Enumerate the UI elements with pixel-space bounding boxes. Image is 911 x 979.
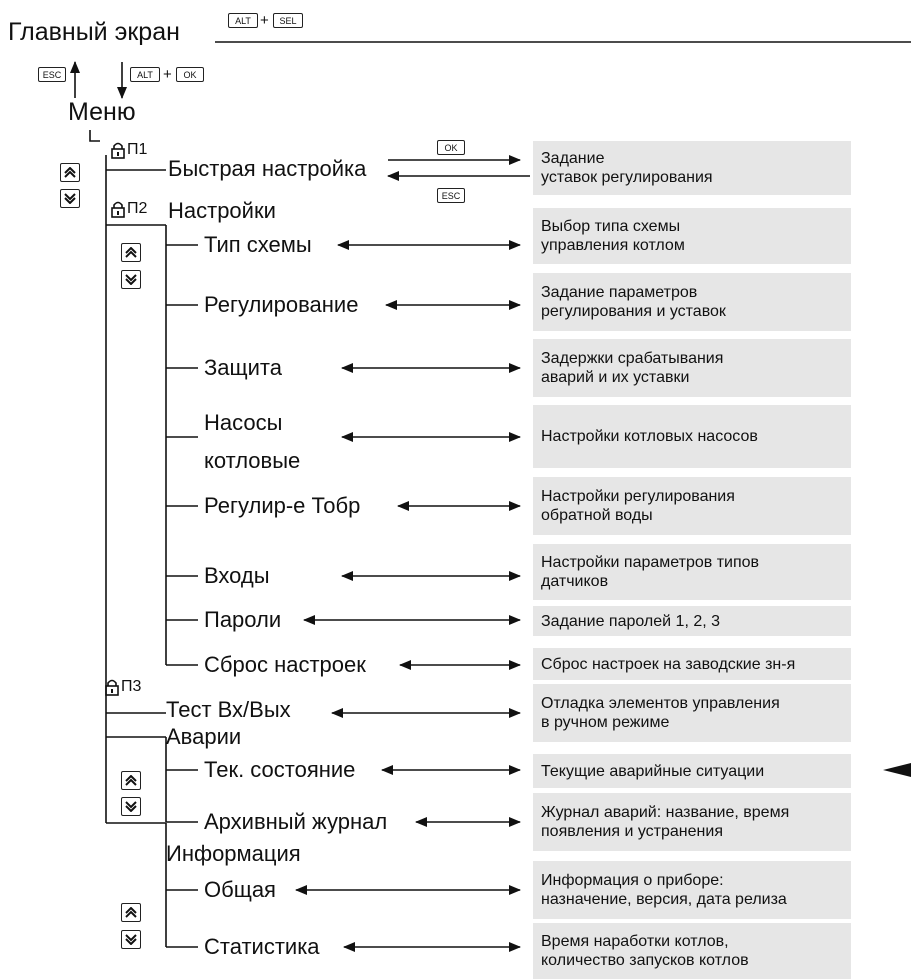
- menu-item-return-regulation: Регулир-е Тобр: [204, 493, 361, 518]
- scroll-down-icon: [125, 934, 137, 945]
- scroll-up-button: [121, 771, 141, 790]
- scroll-up-button: [121, 243, 141, 262]
- scroll-up-icon: [125, 247, 137, 258]
- esc-key: ESC: [38, 67, 66, 82]
- description-reset: Сброс настроек на заводские зн-я: [533, 648, 851, 680]
- menu-item-statistics: Статистика: [204, 934, 320, 959]
- menu-item-general: Общая: [204, 877, 276, 902]
- menu-item-regulation: Регулирование: [204, 292, 359, 317]
- menu-item-scheme-type: Тип схемы: [204, 232, 312, 257]
- menu-item-passwords: Пароли: [204, 607, 282, 632]
- esc-key: ESC: [437, 188, 465, 203]
- alt-key: ALT: [228, 13, 258, 28]
- scroll-down-icon: [125, 801, 137, 812]
- scroll-up-button: [121, 903, 141, 922]
- menu-item-pumps-line1: Насосы: [204, 410, 283, 435]
- scroll-down-button: [121, 797, 141, 816]
- access-level-p2: П2: [110, 200, 147, 218]
- access-level-p1: П1: [110, 141, 147, 159]
- menu-item-information: Информация: [166, 841, 301, 866]
- plus-sign: +: [163, 66, 172, 83]
- menu-item-alarms: Аварии: [166, 724, 242, 749]
- scroll-up-icon: [64, 167, 76, 178]
- menu-corner-line: [89, 130, 100, 142]
- menu-item-reset: Сброс настроек: [204, 652, 366, 677]
- menu-item-quick-setup: Быстрая настройка: [168, 156, 367, 181]
- description-general: Информация о приборе:назначение, версия,…: [533, 861, 851, 919]
- access-level-p3: П3: [104, 678, 141, 696]
- menu-item-settings: Настройки: [168, 198, 276, 223]
- scroll-down-button: [60, 189, 80, 208]
- lock-icon: [111, 201, 125, 218]
- menu-item-io-test: Тест Вх/Вых: [166, 697, 291, 722]
- menu-label: Меню: [68, 98, 136, 126]
- scroll-up-icon: [125, 907, 137, 918]
- ok-key: OK: [176, 67, 204, 82]
- scroll-down-icon: [125, 274, 137, 285]
- alt-key: ALT: [130, 67, 160, 82]
- menu-item-pumps-line2: котловые: [204, 448, 301, 473]
- scroll-up-button: [60, 163, 80, 182]
- description-current-state: Текущие аварийные ситуации: [533, 754, 851, 788]
- description-statistics: Время наработки котлов,количество запуск…: [533, 923, 851, 979]
- menu-item-current-state: Тек. состояние: [204, 757, 356, 782]
- plus-sign: +: [260, 12, 269, 29]
- scroll-down-button: [121, 930, 141, 949]
- description-passwords: Задание паролей 1, 2, 3: [533, 606, 851, 636]
- scroll-down-button: [121, 270, 141, 289]
- lock-icon: [111, 142, 125, 159]
- menu-item-archive: Архивный журнал: [204, 809, 388, 834]
- description-pumps: Настройки котловых насосов: [533, 405, 851, 468]
- main-screen-title: Главный экран: [8, 18, 180, 46]
- menu-item-protection: Защита: [204, 355, 282, 380]
- lock-icon: [105, 679, 119, 696]
- sel-key: SEL: [273, 13, 303, 28]
- scroll-down-icon: [64, 193, 76, 204]
- external-arrow-icon: [883, 763, 911, 777]
- scroll-up-icon: [125, 775, 137, 786]
- menu-item-inputs: Входы: [204, 563, 270, 588]
- ok-key: OK: [437, 140, 465, 155]
